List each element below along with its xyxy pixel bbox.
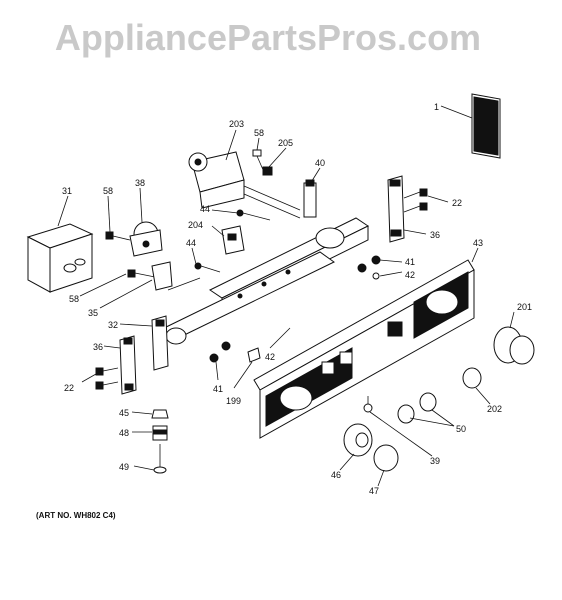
callout-201: 201	[517, 302, 532, 312]
callout-32: 32	[108, 320, 118, 330]
part-40-bracket[interactable]	[303, 179, 317, 218]
part-50-knobs[interactable]	[397, 392, 437, 424]
part-201-knob[interactable]	[493, 326, 535, 365]
part-36-bracket-left[interactable]	[119, 335, 137, 395]
callout-35: 35	[88, 308, 98, 318]
part-39-screw[interactable]	[363, 396, 373, 413]
callout-41: 41	[213, 384, 223, 394]
part-32-bracket[interactable]	[151, 315, 169, 371]
callout-1: 1	[434, 102, 439, 112]
part-31-junction-box[interactable]	[26, 223, 94, 293]
callout-41: 41	[405, 257, 415, 267]
watermark-text: AppliancePartsPros.com	[55, 17, 481, 58]
callout-36: 36	[93, 342, 103, 352]
callout-43: 43	[473, 238, 483, 248]
callout-47: 47	[369, 486, 379, 496]
callout-42: 42	[265, 352, 275, 362]
callout-45: 45	[119, 408, 129, 418]
part-203-timer[interactable]	[188, 151, 301, 219]
callout-39: 39	[430, 456, 440, 466]
callout-36: 36	[430, 230, 440, 240]
part-22-screws-upper[interactable]	[403, 188, 428, 213]
part-44-screw-lower[interactable]	[194, 262, 221, 273]
callout-38: 38	[135, 178, 145, 188]
callout-58: 58	[103, 186, 113, 196]
callout-44: 44	[200, 204, 210, 214]
part-48-bushing[interactable]	[152, 425, 168, 441]
callout-22: 22	[452, 198, 462, 208]
callout-31: 31	[62, 186, 72, 196]
callout-50: 50	[456, 424, 466, 434]
callout-58: 58	[69, 294, 79, 304]
part-49-bolt[interactable]	[153, 444, 167, 474]
part-202-knob[interactable]	[462, 367, 482, 389]
part-44-screw-upper[interactable]	[236, 209, 271, 221]
callout-48: 48	[119, 428, 129, 438]
callout-49: 49	[119, 462, 129, 472]
callout-46: 46	[331, 470, 341, 480]
part-47-knob[interactable]	[373, 444, 399, 472]
part-58-screw-left[interactable]	[105, 231, 131, 241]
part-58-screw-top[interactable]	[252, 149, 265, 173]
part-204-relay[interactable]	[221, 225, 245, 255]
callout-44: 44	[186, 238, 196, 248]
part-36-bracket-upper[interactable]	[387, 175, 405, 243]
leader-lines	[57, 105, 515, 487]
part-38-switch[interactable]	[129, 221, 163, 257]
part-41-screws-left[interactable]	[209, 341, 231, 363]
art-number: (ART NO. WH802 C4)	[36, 511, 116, 520]
part-1-literature[interactable]	[471, 93, 501, 159]
part-35-bracket[interactable]	[151, 261, 173, 291]
callout-22: 22	[64, 383, 74, 393]
part-22-screws-left[interactable]	[95, 367, 119, 390]
part-45-nut[interactable]	[151, 409, 169, 419]
callout-205: 205	[278, 138, 293, 148]
callout-199: 199	[226, 396, 241, 406]
part-43-control-panel[interactable]	[253, 259, 475, 439]
part-46-skirt[interactable]	[343, 423, 373, 457]
part-199-clip[interactable]	[247, 347, 261, 363]
callout-204: 204	[188, 220, 203, 230]
callout-202: 202	[487, 404, 502, 414]
callout-40: 40	[315, 158, 325, 168]
callout-labels: 1 203 58 205 40 31 58 38 44 22 204 36 43…	[62, 102, 532, 496]
callout-42: 42	[405, 270, 415, 280]
part-205-clip[interactable]	[262, 166, 273, 176]
control-frame-bracket	[159, 217, 369, 345]
callout-203: 203	[229, 119, 244, 129]
part-41-screws-right[interactable]	[357, 255, 381, 273]
callout-58: 58	[254, 128, 264, 138]
part-42-screw-right[interactable]	[372, 272, 380, 280]
